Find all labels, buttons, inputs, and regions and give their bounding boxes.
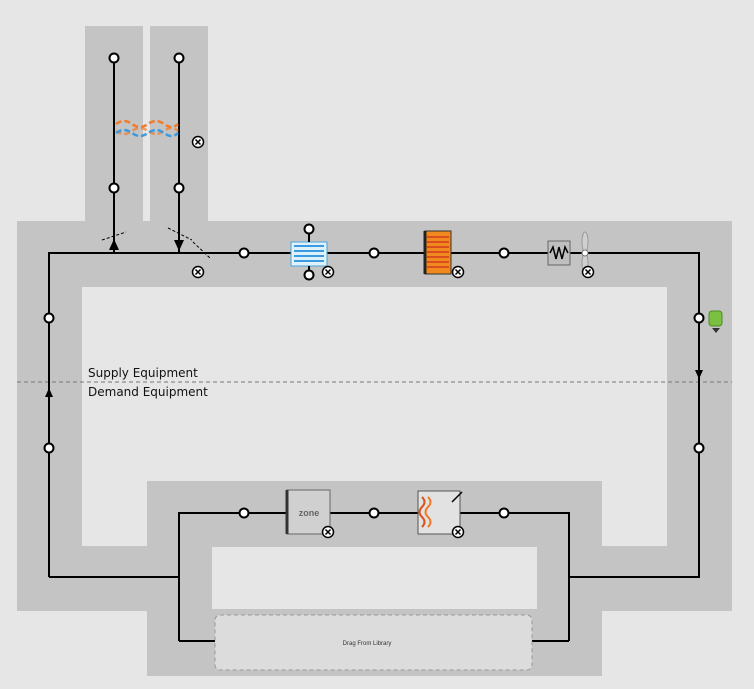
remove-icon[interactable] (191, 265, 205, 279)
node-icon[interactable] (693, 442, 705, 454)
heat-exchanger-coil-icon[interactable] (290, 229, 328, 275)
node-icon[interactable] (368, 507, 380, 519)
remove-icon[interactable] (581, 265, 595, 279)
node-icon[interactable] (498, 247, 510, 259)
flow-arrow-icon (45, 388, 53, 397)
demand-equipment-label: Demand Equipment (88, 385, 208, 399)
node-icon[interactable] (303, 223, 315, 235)
remove-icon[interactable] (321, 265, 335, 279)
remove-icon[interactable] (451, 265, 465, 279)
node-icon[interactable] (498, 507, 510, 519)
heating-coil-icon[interactable] (423, 230, 452, 275)
terminal-reheat-icon[interactable] (417, 490, 463, 535)
node-icon[interactable] (368, 247, 380, 259)
zone-label: zone (299, 508, 320, 518)
air-to-air-heat-exchanger-icon[interactable] (115, 119, 179, 138)
flow-arrow-icon (174, 240, 184, 251)
remove-icon[interactable] (191, 135, 205, 149)
flow-arrow-icon (695, 370, 703, 379)
remove-icon[interactable] (321, 525, 335, 539)
supply-main-pipe (48, 252, 700, 578)
node-icon[interactable] (693, 312, 705, 324)
thermal-zone-icon[interactable]: zone (285, 489, 331, 535)
flow-arrow-icon (109, 239, 119, 250)
node-icon[interactable] (303, 269, 315, 281)
setpoint-manager-icon[interactable] (708, 310, 723, 333)
remove-icon[interactable] (451, 525, 465, 539)
supply-fan-icon[interactable] (547, 231, 589, 274)
node-icon[interactable] (173, 182, 185, 194)
node-icon[interactable] (108, 52, 120, 64)
node-icon[interactable] (43, 442, 55, 454)
node-icon[interactable] (238, 507, 250, 519)
outdoor-air-damper-icon (101, 227, 211, 259)
supply-equipment-label: Supply Equipment (88, 366, 198, 380)
flow-arrows (45, 239, 703, 397)
node-icon[interactable] (108, 182, 120, 194)
drop-zone-label: Drag From Library (343, 641, 392, 647)
nodes (43, 52, 705, 519)
inner-demand-gap (212, 547, 537, 609)
drop-zone[interactable]: Drag From Library (214, 614, 533, 671)
node-icon[interactable] (43, 312, 55, 324)
node-icon[interactable] (173, 52, 185, 64)
remove-buttons (191, 135, 595, 539)
node-icon[interactable] (238, 247, 250, 259)
